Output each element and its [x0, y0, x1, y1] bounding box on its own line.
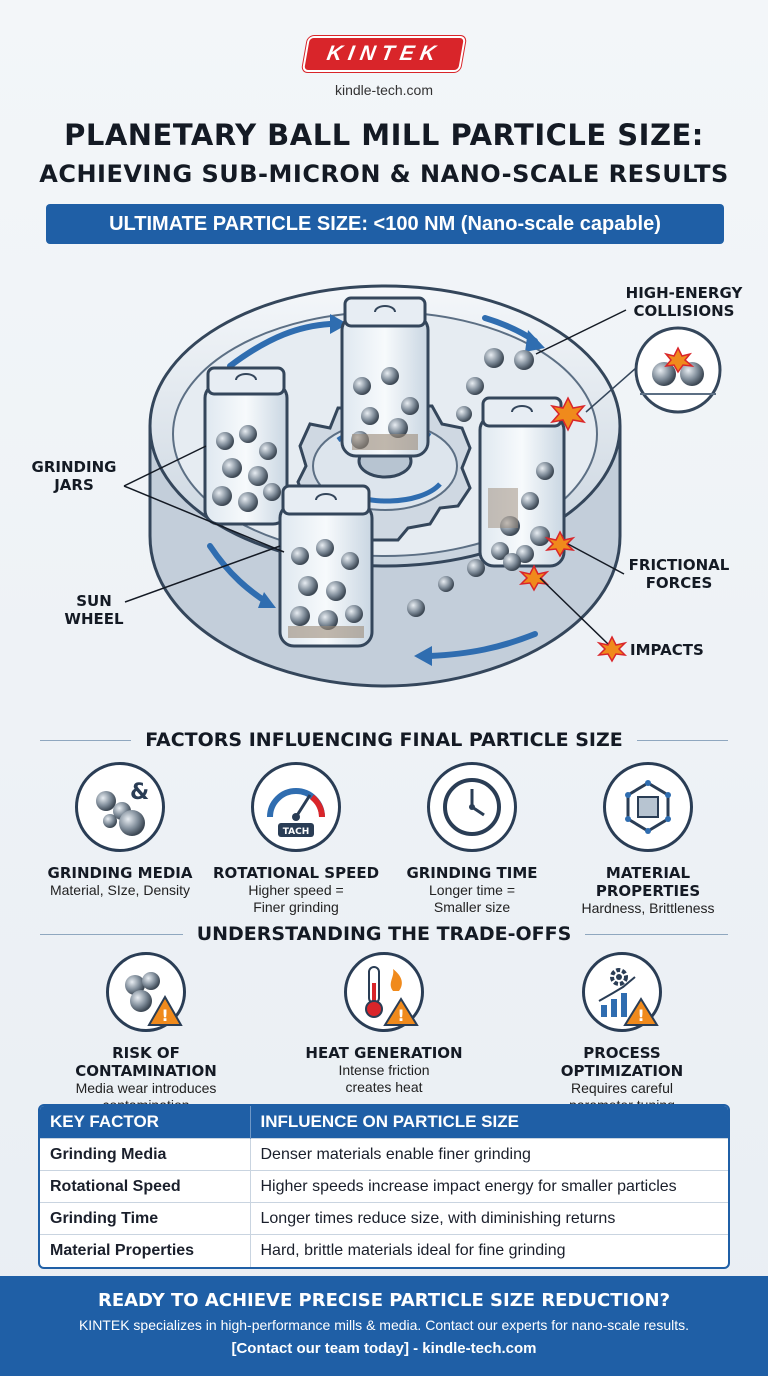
page-title-line1: PLANETARY BALL MILL PARTICLE SIZE: — [64, 118, 704, 152]
gear-chart-icon: ! — [582, 952, 662, 1032]
planetary-mill-illustration: HIGH-ENERGY COLLISIONS GRINDING JARS SUN… — [0, 256, 768, 716]
table-cell: Grinding Time — [40, 1202, 251, 1235]
callout-grinding-jars-line1: GRINDING — [31, 458, 117, 476]
svg-text:&: & — [130, 780, 149, 805]
factor-desc: Higher speed = — [248, 882, 344, 898]
page-title-line2: ACHIEVING SUB-MICRON & NANO-SCALE RESULT… — [39, 160, 729, 188]
divider-line — [636, 739, 728, 741]
grinding-jar-left — [203, 366, 289, 526]
tach-label: TACH — [283, 827, 310, 837]
factors-section-header: FACTORS INFLUENCING FINAL PARTICLE SIZE — [40, 728, 728, 752]
impact-bursts — [518, 396, 586, 592]
contact-link[interactable]: [Contact our team today] - kindle-tech.c… — [231, 1340, 537, 1357]
rotation-arrowheads — [258, 314, 545, 666]
callout-frictional-line2: FORCES — [645, 574, 713, 592]
callout-grinding-jars-line2: JARS — [54, 476, 94, 494]
divider-line — [585, 933, 728, 935]
kintek-logo: KINTEK — [304, 38, 464, 70]
divider-line — [40, 739, 132, 741]
tradeoffs-heading: UNDERSTANDING THE TRADE-OFFS — [196, 923, 572, 945]
factor-material-properties: MATERIAL PROPERTIES Hardness, Brittlenes… — [558, 762, 738, 917]
contamination-warning-icon: ! — [106, 952, 186, 1032]
factor-title: GRINDING TIME — [406, 864, 538, 882]
table-cell: Grinding Media — [40, 1138, 251, 1171]
tradeoff-contamination: ! RISK OF CONTAMINATION Media wear intro… — [56, 952, 236, 1114]
table-cell: Longer times reduce size, with diminishi… — [250, 1202, 728, 1235]
table-cell: Higher speeds increase impact energy for… — [250, 1170, 728, 1203]
footer-heading: READY TO ACHIEVE PRECISE PARTICLE SIZE R… — [97, 1290, 671, 1311]
factor-title: MATERIAL PROPERTIES — [595, 864, 701, 900]
factor-grinding-media: & GRINDING MEDIA Material, SIze, Density — [30, 762, 210, 899]
factor-title: ROTATIONAL SPEED — [212, 864, 380, 882]
callout-sun-wheel-line1: SUN — [76, 592, 112, 610]
table-cell: Material Properties — [40, 1234, 251, 1267]
impacts-legend-icon — [596, 635, 628, 663]
flying-balls — [407, 348, 534, 617]
cta-footer: READY TO ACHIEVE PRECISE PARTICLE SIZE R… — [0, 1276, 768, 1376]
grinding-jar-right — [478, 396, 566, 568]
thermometer-flame-icon: ! — [344, 952, 424, 1032]
tradeoff-desc: Requires careful — [571, 1080, 673, 1096]
callout-high-energy-line1: HIGH-ENERGY — [625, 284, 743, 302]
svg-text:!: ! — [397, 1006, 404, 1025]
svg-text:!: ! — [161, 1006, 168, 1025]
factor-desc: Material, SIze, Density — [49, 882, 191, 898]
table-header-row: KEY FACTOR INFLUENCE ON PARTICLE SIZE — [40, 1106, 728, 1139]
clock-icon — [427, 762, 517, 852]
table-cell: Hard, brittle materials ideal for fine g… — [250, 1234, 728, 1267]
svg-text:!: ! — [637, 1006, 644, 1025]
grinding-media-icon: & — [75, 762, 165, 852]
callout-grinding-jars: GRINDING JARS — [24, 458, 124, 494]
table-row: Material Properties Hard, brittle materi… — [40, 1234, 728, 1267]
grinding-jar-front — [278, 484, 374, 648]
tradeoff-heat: ! HEAT GENERATION Intense friction creat… — [294, 952, 474, 1096]
factors-heading: FACTORS INFLUENCING FINAL PARTICLE SIZE — [145, 729, 623, 751]
table-row: Rotational Speed Higher speeds increase … — [40, 1170, 728, 1203]
logo-container: KINTEK — [0, 38, 768, 70]
grinding-jar-top — [340, 296, 430, 458]
key-factor-table: KEY FACTOR INFLUENCE ON PARTICLE SIZE Gr… — [38, 1104, 730, 1269]
tradeoff-title: HEAT GENERATION — [305, 1044, 463, 1062]
callout-frictional-line1: FRICTIONAL — [628, 556, 730, 574]
factor-grinding-time: GRINDING TIME Longer time = Smaller size — [382, 762, 562, 916]
mill-diagram — [123, 284, 722, 688]
crystal-lattice-icon — [603, 762, 693, 852]
tradeoff-desc: creates heat — [345, 1079, 423, 1095]
table-cell: Rotational Speed — [40, 1170, 251, 1203]
factor-desc: Hardness, Brittleness — [581, 900, 715, 916]
table-header: KEY FACTOR — [40, 1106, 251, 1139]
tradeoff-desc: Media wear introduces — [75, 1080, 217, 1096]
tradeoff-title: PROCESS OPTIMIZATION — [560, 1044, 684, 1080]
factor-desc: Smaller size — [433, 899, 511, 915]
leader-lines — [123, 309, 627, 645]
factor-desc: Longer time = — [429, 882, 515, 898]
callout-sun-wheel: SUN WHEEL — [54, 592, 134, 628]
callout-high-energy: HIGH-ENERGY COLLISIONS — [614, 284, 754, 320]
site-url[interactable]: kindle-tech.com — [334, 82, 434, 98]
tradeoffs-section-header: UNDERSTANDING THE TRADE-OFFS — [40, 922, 728, 946]
divider-line — [40, 933, 183, 935]
callout-frictional-forces: FRICTIONAL FORCES — [624, 556, 734, 592]
table-row: Grinding Time Longer times reduce size, … — [40, 1202, 728, 1235]
callout-high-energy-line2: COLLISIONS — [633, 302, 735, 320]
particle-size-banner: ULTIMATE PARTICLE SIZE: <100 NM (Nano-sc… — [46, 204, 724, 244]
callout-sun-wheel-line2: WHEEL — [64, 610, 124, 628]
factor-title: GRINDING MEDIA — [47, 864, 193, 882]
factor-desc: Finer grinding — [253, 899, 339, 915]
footer-text: KINTEK specializes in high-performance m… — [78, 1317, 690, 1333]
rotation-arrows — [207, 315, 538, 659]
collision-inset — [585, 326, 722, 414]
table-row: Grinding Media Denser materials enable f… — [40, 1138, 728, 1171]
factor-rotational-speed: TACH ROTATIONAL SPEED Higher speed = Fin… — [206, 762, 386, 916]
tradeoff-desc: Intense friction — [338, 1062, 430, 1078]
table-cell: Denser materials enable finer grinding — [250, 1138, 728, 1171]
callout-impacts: IMPACTS — [630, 641, 704, 659]
tradeoff-title: RISK OF CONTAMINATION — [75, 1044, 217, 1080]
table-header: INFLUENCE ON PARTICLE SIZE — [250, 1106, 728, 1139]
tachometer-icon: TACH — [251, 762, 341, 852]
tradeoff-optimization: ! PROCESS OPTIMIZATION Requires careful … — [532, 952, 712, 1114]
